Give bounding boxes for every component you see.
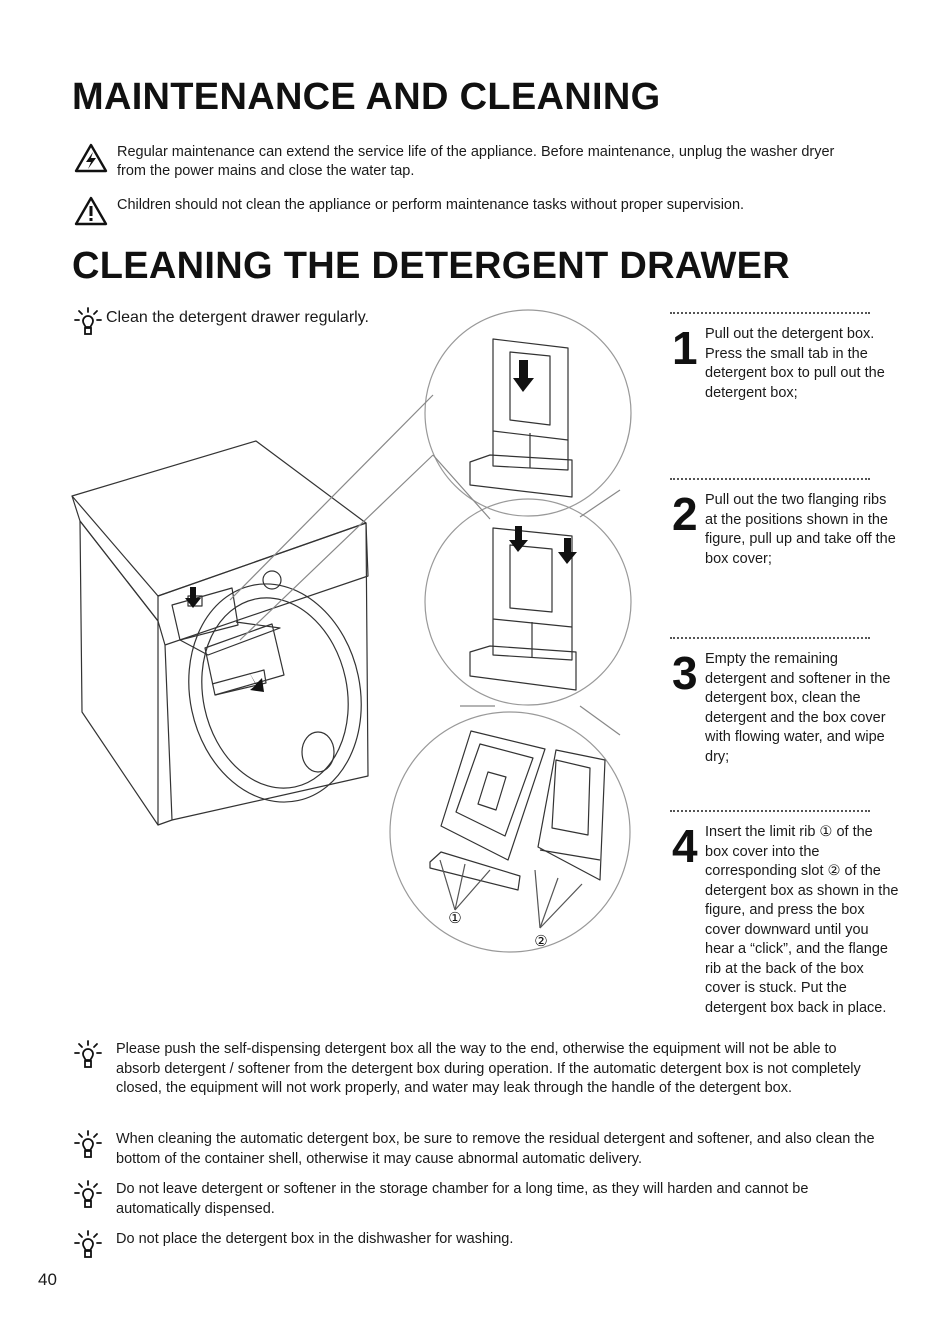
step-number: 2 — [672, 488, 698, 540]
detail-circle-2 — [424, 498, 632, 706]
pull-out-arrow — [249, 672, 264, 692]
page-number: 40 — [38, 1270, 57, 1289]
washer-drawer — [171, 587, 239, 641]
pull-arrow-right — [558, 538, 577, 564]
tip-2: When cleaning the automatic detergent bo… — [74, 1130, 884, 1169]
caution-warning-icon — [74, 196, 108, 226]
lightbulb-icon — [74, 1130, 102, 1158]
step-number: 1 — [672, 322, 698, 374]
washer-door — [188, 583, 362, 803]
washer-side — [79, 520, 159, 826]
tip-3: Do not leave detergent or softener in th… — [74, 1180, 884, 1219]
tip-4: Do not place the detergent box in the di… — [74, 1230, 884, 1260]
intro-tip: Clean the detergent drawer regularly. — [74, 307, 369, 337]
step-text: Pull out the two flanging ribs at the po… — [705, 492, 896, 567]
tip-1: Please push the self-dispensing detergen… — [74, 1040, 884, 1099]
step-separator — [670, 637, 870, 639]
washer-top — [71, 440, 367, 597]
intro-tip-text: Clean the detergent drawer regularly. — [106, 309, 369, 326]
callout-1: ① — [448, 909, 461, 927]
step-separator — [670, 810, 870, 812]
detail-circle-1 — [424, 309, 632, 517]
step-text: Insert the limit rib ① of the box cover … — [705, 824, 899, 1016]
tip-text: When cleaning the automatic detergent bo… — [116, 1131, 875, 1167]
electric-warning-icon — [74, 143, 108, 173]
pull-arrow-left — [509, 526, 528, 552]
warning-text: Regular maintenance can extend the servi… — [117, 144, 835, 179]
step-text: Pull out the detergent box. Press the sm… — [705, 326, 885, 401]
press-arrow — [513, 360, 534, 392]
lightbulb-icon — [74, 1230, 102, 1258]
step-number: 4 — [672, 820, 698, 872]
washer-front — [171, 522, 369, 821]
step-separator — [670, 478, 870, 480]
lightbulb-icon — [74, 1180, 102, 1208]
drawer-arrow — [185, 587, 201, 608]
warning-text: Children should not clean the appliance … — [117, 197, 745, 213]
step-number: 3 — [672, 647, 698, 699]
tip-text: Do not place the detergent box in the di… — [116, 1231, 514, 1247]
section-heading: CLEANING THE DETERGENT DRAWER — [72, 245, 791, 287]
step-text: Empty the remaining detergent and soften… — [705, 651, 891, 765]
lightbulb-icon — [74, 1040, 102, 1068]
detail-circle-3 — [389, 711, 631, 953]
lightbulb-icon — [74, 307, 102, 335]
callout-2: ② — [534, 932, 547, 950]
main-heading: MAINTENANCE AND CLEANING — [72, 76, 661, 118]
warning-caution: Children should not clean the appliance … — [74, 196, 864, 226]
tip-text: Do not leave detergent or softener in th… — [116, 1181, 809, 1217]
step-separator — [670, 312, 870, 314]
tip-text: Please push the self-dispensing detergen… — [116, 1041, 861, 1096]
warning-electric: Regular maintenance can extend the servi… — [74, 143, 864, 181]
